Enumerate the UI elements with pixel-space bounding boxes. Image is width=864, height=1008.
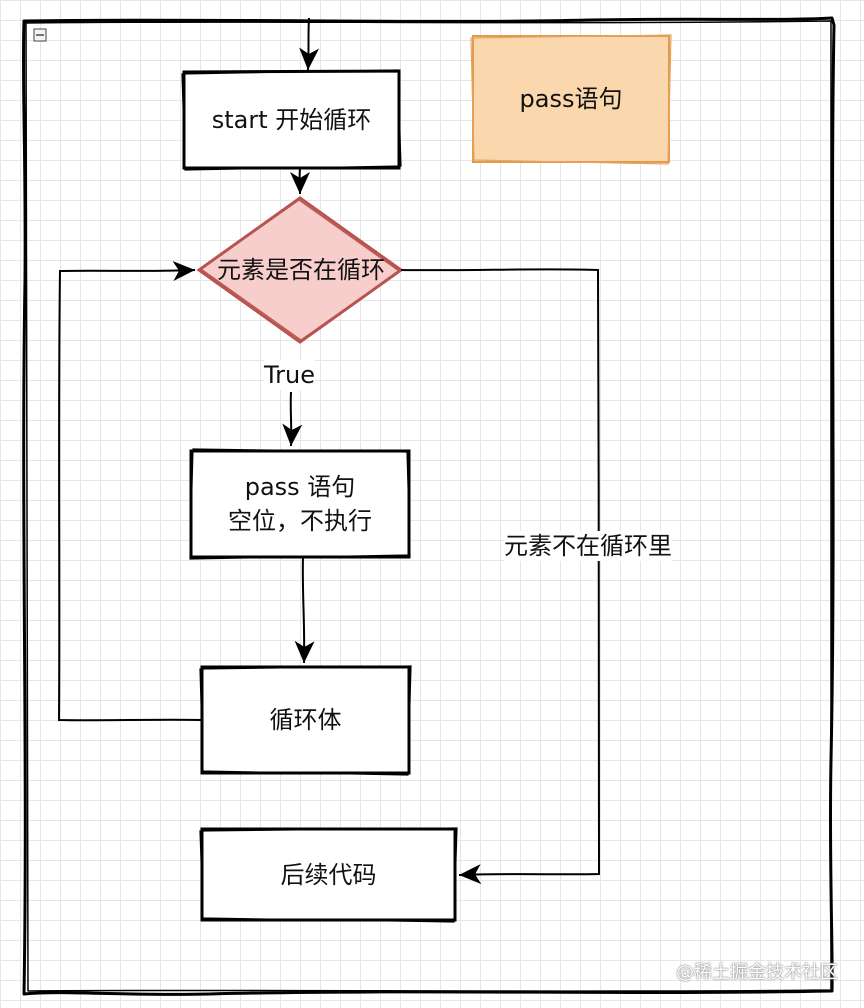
node-start-shape [181, 69, 402, 171]
node-condition-shape [196, 196, 404, 344]
edge-pass-to-loop-body [294, 556, 315, 664]
collapse-control[interactable] [33, 28, 47, 42]
node-after-code-shape [199, 827, 458, 923]
pass-note: pass语句 [519, 85, 623, 113]
not-in-loop-edge-label: 元素不在循环里 [504, 531, 672, 561]
edge-condition-to-after-code [400, 268, 601, 885]
container-frame [21, 16, 836, 996]
node-pass-statement-shape [189, 448, 411, 560]
true-edge-label: True [264, 360, 315, 390]
after-code-node: 后续代码 [280, 860, 377, 889]
loop-body-node: 循环体 [269, 706, 342, 734]
edge-condition-to-pass [282, 391, 303, 447]
pass-note-shape [470, 34, 672, 165]
node-loop-body-shape [199, 665, 412, 776]
watermark-text: @稀土掘金技术社区 [676, 962, 838, 983]
start-node: start 开始循环 [211, 106, 372, 134]
edge-entry-arrow [299, 17, 320, 71]
pass-statement-node: pass 语句 空位，不执行 [228, 473, 372, 535]
condition-node: 元素是否在循环 [217, 256, 385, 284]
edge-loop-body-back-to-condition [57, 260, 203, 722]
